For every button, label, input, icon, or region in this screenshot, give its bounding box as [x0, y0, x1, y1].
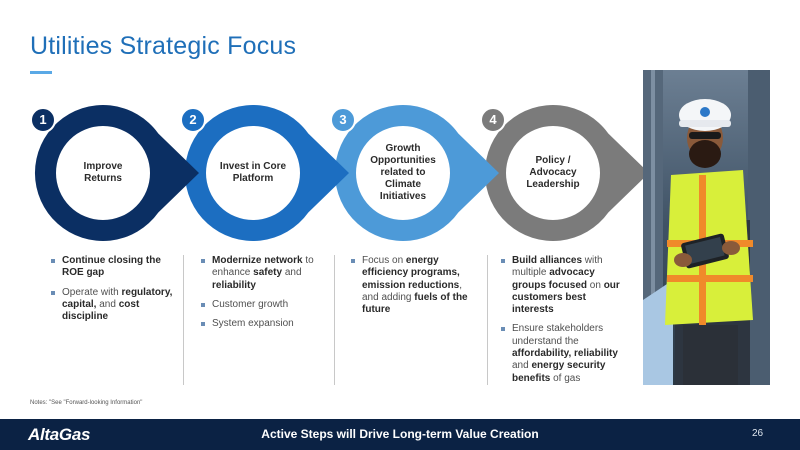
- label-line: Invest in Core: [219, 161, 287, 172]
- step-number: 3: [339, 112, 347, 127]
- bold-text: cost discipline: [62, 298, 140, 323]
- footer-tagline: Active Steps will Drive Long-term Value …: [261, 427, 539, 441]
- text: System expansion: [212, 318, 294, 330]
- bold-text: advocacy groups focused: [512, 267, 595, 291]
- bullet-item: Modernize network to enhance safety and …: [200, 255, 328, 292]
- page-number: 26: [752, 428, 764, 439]
- step-2-bullets: Modernize network to enhance safety and …: [200, 255, 328, 337]
- text: and: [282, 267, 302, 279]
- label-line: Returns: [84, 173, 122, 184]
- footer-bar: AltaGas Active Steps will Drive Long-ter…: [0, 419, 800, 450]
- text: on: [587, 279, 604, 291]
- bold-text: our customers best interests: [512, 279, 620, 316]
- label-line: Policy /: [535, 155, 571, 166]
- bold-text: reliability: [212, 279, 256, 291]
- bold-text: Modernize network: [212, 255, 303, 266]
- step-3-bullets: Focus on energy efficiency programs, emi…: [350, 255, 478, 323]
- text: and: [512, 360, 532, 372]
- label-line: Growth: [385, 143, 421, 154]
- bold-text: affordability, reliability: [512, 348, 618, 360]
- label-line: Platform: [232, 173, 274, 184]
- bullet-item: Build alliances with multiple advocacy g…: [500, 255, 628, 316]
- text: Focus on: [362, 255, 406, 266]
- step-1-arrow: [34, 104, 200, 241]
- label-line: Improve: [83, 161, 123, 172]
- step-2-badge: [180, 107, 206, 133]
- column-divider: [487, 255, 488, 385]
- label-line: Climate: [384, 179, 422, 190]
- worker-photo: [643, 70, 770, 385]
- step-2-arrow: [184, 104, 349, 241]
- text: Operate with: [62, 286, 122, 298]
- step-4-badge: [480, 107, 506, 133]
- bullet-list: Build alliances with multiple advocacy g…: [500, 255, 628, 385]
- step-number: 4: [489, 112, 497, 127]
- step-3-arrow: [334, 105, 499, 242]
- bullet-item: System expansion: [200, 318, 328, 330]
- text: to enhance: [212, 255, 314, 279]
- bold-text: energy security benefits: [512, 360, 606, 384]
- column-divider: [334, 255, 335, 385]
- bullet-list: Focus on energy efficiency programs, emi…: [350, 255, 478, 316]
- label-line: Opportunities: [370, 155, 436, 166]
- bold-text: fuels of the future: [362, 291, 468, 316]
- altagas-logo: AltaGas: [28, 425, 91, 444]
- text: of gas: [550, 372, 581, 384]
- bold-text: safety: [253, 267, 283, 279]
- bold-text: Build alliances: [512, 255, 583, 266]
- column-divider: [183, 255, 184, 385]
- bold-text: Continue closing the ROE gap: [62, 255, 161, 279]
- step-3-badge: [330, 107, 356, 133]
- bullet-item: Customer growth: [200, 299, 328, 311]
- label-line: related to: [380, 167, 426, 178]
- bold-text: energy efficiency programs, emission red…: [362, 255, 460, 291]
- text: with multiple: [512, 255, 603, 279]
- step-4-bullets: Build alliances with multiple advocacy g…: [500, 255, 628, 392]
- title-underline: [30, 71, 52, 74]
- step-number: 1: [39, 112, 47, 127]
- bullet-list: Modernize network to enhance safety and …: [200, 255, 328, 330]
- step-4-arrow: [484, 104, 649, 241]
- bullet-item: Focus on energy efficiency programs, emi…: [350, 255, 478, 316]
- step-number: 2: [189, 112, 197, 127]
- label-line: Advocacy: [529, 167, 577, 178]
- footnote: Notes: "See "Forward-looking Information…: [30, 400, 143, 406]
- text: Ensure stakeholders understand the: [512, 323, 604, 347]
- bullet-item: Continue closing the ROE gap: [50, 255, 178, 280]
- bold-text: regulatory, capital,: [62, 286, 173, 310]
- text: and: [96, 298, 119, 310]
- bullet-item: Operate with regulatory, capital, and co…: [50, 287, 178, 324]
- bullet-item: Ensure stakeholders understand the affor…: [500, 323, 628, 384]
- step-1-badge: [30, 107, 56, 133]
- text: Customer growth: [212, 298, 289, 310]
- label-line: Initiatives: [379, 191, 427, 202]
- label-line: Leadership: [526, 179, 580, 190]
- slide-title: Utilities Strategic Focus: [30, 32, 297, 60]
- text: , and adding: [362, 279, 463, 303]
